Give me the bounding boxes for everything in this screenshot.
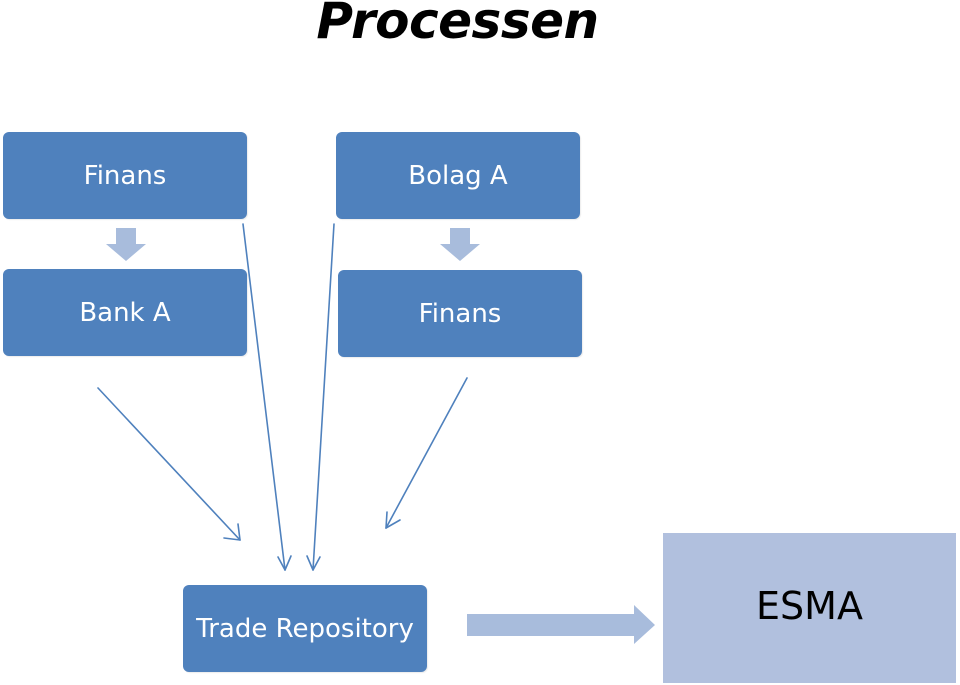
line-arrow-finans-left-to-trade-repository — [242, 223, 286, 571]
page-title: Processen — [316, 0, 599, 50]
node-esma: ESMA — [663, 533, 956, 683]
node-finans-right-label: Finans — [418, 298, 502, 329]
node-bolag-a: Bolag A — [336, 132, 580, 219]
node-trade-repository: Trade Repository — [183, 585, 427, 672]
arrowhead-bolag-a — [306, 555, 321, 571]
node-bolag-a-label: Bolag A — [408, 160, 508, 191]
arrowhead-bank-a — [223, 523, 241, 541]
node-bank-a: Bank A — [3, 269, 247, 356]
line-arrow-finans-right-to-trade-repository — [385, 377, 468, 529]
node-finans-left: Finans — [3, 132, 247, 219]
line-arrow-bank-a-to-trade-repository — [97, 387, 241, 541]
node-bank-a-label: Bank A — [79, 297, 171, 328]
arrowhead-finans-left — [277, 555, 292, 571]
node-finans-left-label: Finans — [83, 160, 167, 191]
block-arrow-bolag-a-to-finans — [440, 228, 480, 261]
node-finans-right: Finans — [338, 270, 582, 357]
block-arrow-trade-repository-to-esma — [467, 605, 655, 644]
node-esma-label: ESMA — [756, 584, 863, 628]
block-arrow-finans-to-bank-a — [106, 228, 146, 261]
line-arrow-bolag-a-to-trade-repository — [312, 223, 335, 571]
arrowhead-finans-right — [385, 511, 401, 529]
node-trade-repository-label: Trade Repository — [196, 613, 414, 644]
